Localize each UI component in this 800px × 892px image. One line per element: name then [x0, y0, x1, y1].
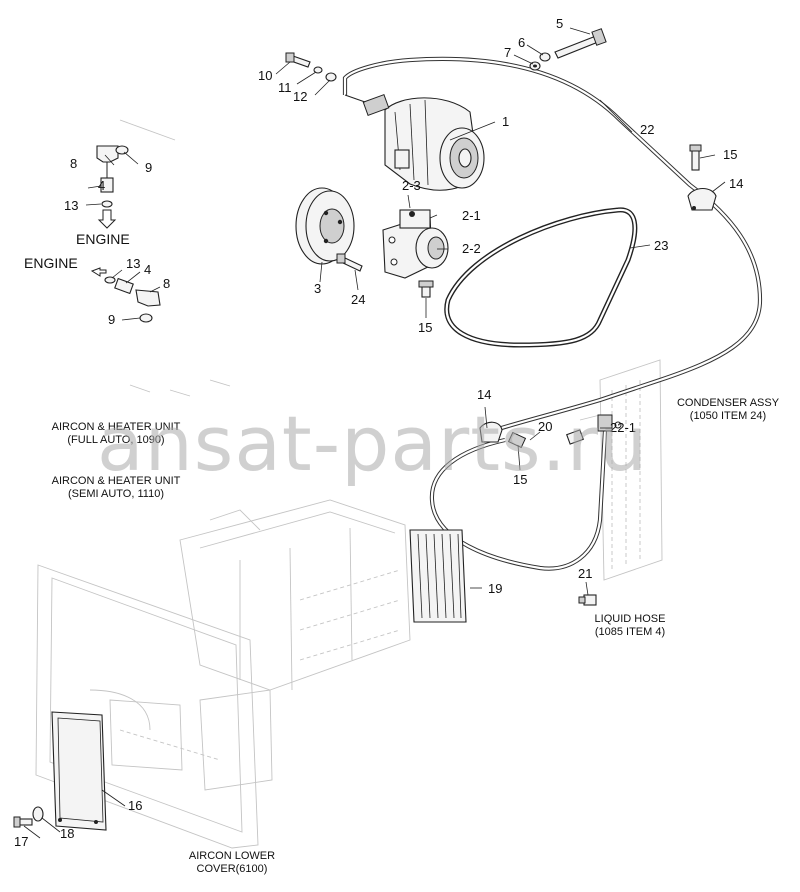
clamp-14-top: [687, 187, 717, 211]
callout-9-top: 9: [145, 160, 152, 175]
callout-18: 18: [60, 826, 74, 841]
callout-2-1: 2-1: [462, 208, 481, 223]
reference-notes: ENGINE ENGINE AIRCON & HEATER UNIT (FULL…: [24, 231, 780, 875]
bolt-15-mid: [418, 280, 434, 298]
lower-cover: [51, 711, 107, 831]
callout-21: 21: [578, 566, 592, 581]
note-lower-cover-1: AIRCON LOWER: [189, 850, 275, 862]
clamp-14-low: [479, 421, 503, 443]
callout-22-1: 22-1: [610, 420, 636, 435]
bolt-10: [285, 52, 311, 68]
leader-lines: [23, 27, 726, 839]
aircon-unit-outline: [35, 499, 411, 849]
callout-17: 17: [14, 834, 28, 849]
callout-10: 10: [258, 68, 272, 83]
watermark: ansat-parts.ru: [97, 399, 648, 488]
callout-24: 24: [351, 292, 365, 307]
note-aircon-semi-1: AIRCON & HEATER UNIT: [52, 475, 181, 487]
engine-arrow-left: [90, 267, 107, 277]
callout-5: 5: [556, 16, 563, 31]
drive-belt-23: [444, 207, 638, 348]
callout-19: 19: [488, 581, 502, 596]
callout-9-low: 9: [108, 312, 115, 327]
bolt-21: [578, 594, 597, 606]
note-liquid-hose-2: (1085 ITEM 4): [595, 626, 665, 638]
callout-15-mid: 15: [418, 320, 432, 335]
washer-12: [325, 72, 337, 82]
callout-13-low: 13: [126, 256, 140, 271]
drain-elbow-8-low: [135, 289, 161, 307]
bolt-15-top: [689, 144, 702, 171]
note-engine-left: ENGINE: [24, 255, 78, 271]
note-aircon-full-1: AIRCON & HEATER UNIT: [52, 421, 181, 433]
callout-12: 12: [293, 89, 307, 104]
callout-15-top: 15: [723, 147, 737, 162]
callout-15-low: 15: [513, 472, 527, 487]
callout-14-top: 14: [729, 176, 743, 191]
callout-2-2: 2-2: [462, 241, 481, 256]
callout-4-top: 4: [98, 178, 105, 193]
drain-valve-4-top: [100, 162, 114, 193]
callout-8-low: 8: [163, 276, 170, 291]
callout-4-low: 4: [144, 262, 151, 277]
cabin-filter: [409, 529, 467, 623]
fitting-20: [566, 429, 584, 445]
callout-23: 23: [654, 238, 668, 253]
compressor: [344, 94, 485, 191]
upper-ghost-lines: [119, 119, 231, 397]
callout-13-top: 13: [64, 198, 78, 213]
note-aircon-semi-2: (SEMI AUTO, 1110): [68, 488, 164, 500]
bolt-5: [554, 28, 607, 59]
callout-2-3: 2-3: [402, 178, 421, 193]
note-aircon-full-2: (FULL AUTO, 1090): [67, 434, 164, 446]
note-lower-cover-2: COVER(6100): [197, 863, 268, 875]
callout-3: 3: [314, 281, 321, 296]
callout-6: 6: [518, 35, 525, 50]
idler-bracket: [382, 209, 449, 279]
fitting-22-1: [597, 414, 622, 432]
drain-valve-4-low: [114, 277, 134, 295]
drain-elbow-8-top: [96, 145, 129, 163]
washer-11: [313, 66, 323, 74]
hose-22: [342, 56, 763, 433]
clip-9-low: [139, 313, 153, 323]
callout-20: 20: [538, 419, 552, 434]
callout-14-low: 14: [477, 387, 491, 402]
screw-17: [13, 816, 33, 828]
callout-11: 11: [278, 80, 292, 95]
callout-8-top: 8: [70, 156, 77, 171]
o-ring-13-low: [104, 276, 116, 284]
fitting-15-low: [507, 431, 527, 449]
bolt-24: [336, 253, 363, 272]
o-ring-13-top: [101, 200, 113, 208]
callout-22: 22: [640, 122, 654, 137]
note-engine-top: ENGINE: [76, 231, 130, 247]
note-condenser-2: (1050 ITEM 24): [690, 410, 766, 422]
part-callouts: 1 2-1 2-2 2-3 3 4 4 5 6 7 8 8 9 9 10 11 …: [14, 16, 743, 849]
pulley: [295, 187, 355, 265]
callout-16: 16: [128, 798, 142, 813]
hose-22-1: [429, 429, 608, 571]
callout-7: 7: [504, 45, 511, 60]
engine-arrow-down: [97, 209, 117, 229]
washer-18: [32, 806, 44, 822]
note-condenser-1: CONDENSER ASSY: [677, 397, 780, 409]
callout-1: 1: [502, 114, 509, 129]
note-liquid-hose-1: LIQUID HOSE: [595, 613, 666, 625]
